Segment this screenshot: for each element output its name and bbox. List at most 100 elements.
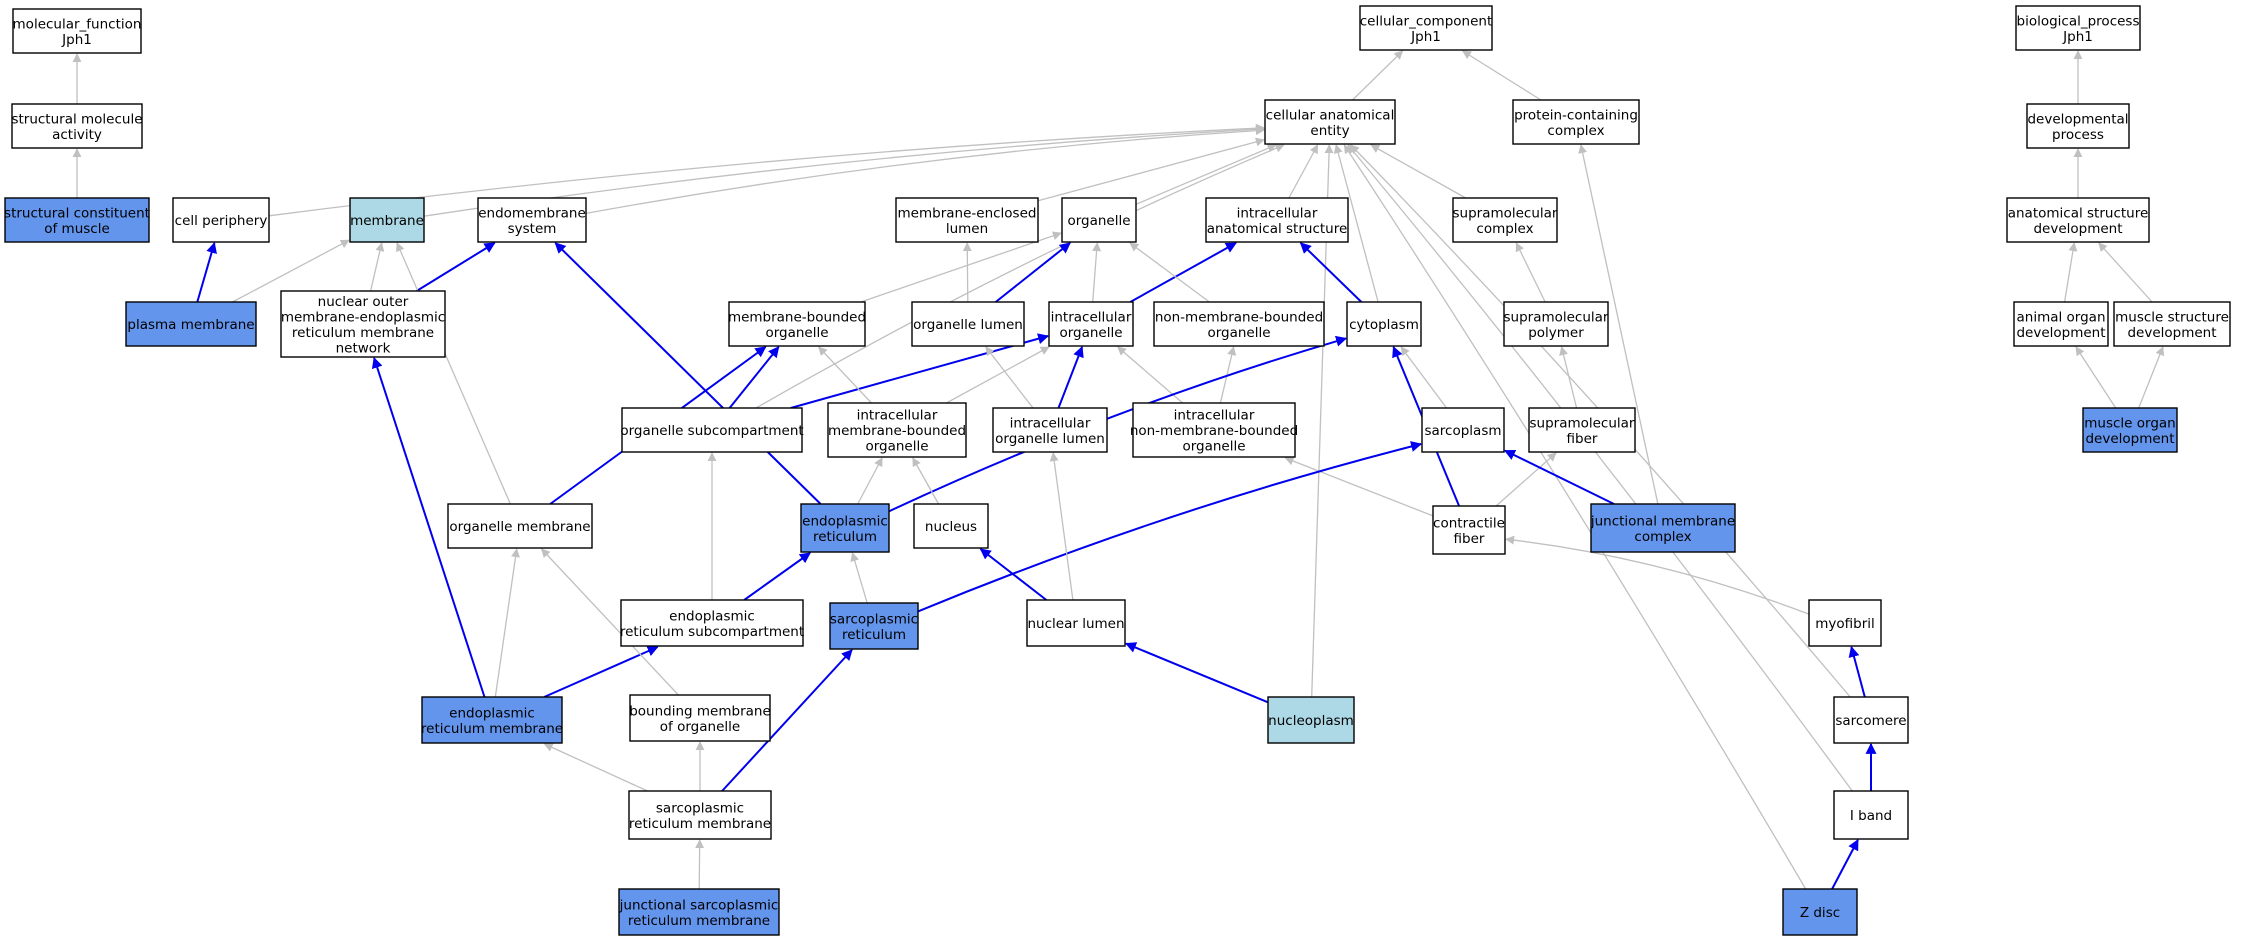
term-label-line: supramolecular — [1503, 309, 1608, 325]
term-node-om[interactable]: organelle membrane — [447, 503, 593, 549]
term-node-ib[interactable]: I band — [1833, 790, 1909, 840]
part-of-edge — [979, 548, 1048, 601]
term-box — [125, 301, 257, 347]
term-node-sarc[interactable]: sarcoplasm — [1421, 407, 1505, 453]
edge-ems-to-cae — [585, 126, 1265, 215]
is-a-edge — [1400, 346, 1448, 409]
edge-ol-to-mel — [962, 242, 972, 303]
term-node-cp[interactable]: cell periphery — [172, 197, 270, 243]
term-label-line: intracellular — [857, 408, 938, 424]
term-node-cyt[interactable]: cytoplasm — [1346, 301, 1422, 347]
edge-cyt-to-cae — [1333, 144, 1379, 303]
term-label-line: intracellular — [1051, 309, 1132, 325]
edge-ol-to-org — [995, 242, 1071, 303]
edge-aod-to-asd — [2063, 242, 2078, 303]
term-node-nl[interactable]: nuclear lumen — [1026, 599, 1126, 647]
is-a-edge — [1578, 144, 1659, 505]
term-label-line: sarcoplasmic — [656, 800, 744, 816]
edge-srm-to-sr — [721, 649, 853, 792]
term-node-nom[interactable]: nuclear outermembrane-endoplasmicreticul… — [280, 290, 446, 358]
term-node-ol[interactable]: organelle lumen — [911, 301, 1025, 347]
term-node-mem[interactable]: membrane — [349, 197, 425, 243]
part-of-edge — [1504, 449, 1615, 505]
is-a-edge — [2098, 242, 2153, 303]
part-of-edge — [1848, 645, 1866, 698]
term-label-line: process — [2052, 127, 2104, 143]
is-a-edge — [850, 552, 868, 604]
term-label-line: sarcoplasmic — [830, 611, 918, 627]
term-label-line: of organelle — [660, 719, 740, 735]
part-of-edge — [1124, 642, 1269, 704]
term-box — [1264, 99, 1396, 145]
term-label-line: protein-containing — [1514, 107, 1638, 123]
term-label-line: Jph1 — [2062, 29, 2093, 45]
is-a-edge — [494, 548, 520, 698]
term-label-line: intracellular — [1174, 408, 1255, 424]
term-node-org[interactable]: organelle — [1061, 197, 1137, 243]
term-label-line: cellular_component — [1360, 13, 1492, 29]
term-label-line: nucleus — [925, 519, 977, 535]
term-node-nuc[interactable]: nucleus — [913, 503, 989, 549]
edge-iol-to-ol — [985, 346, 1034, 409]
term-box — [620, 599, 804, 647]
term-node-pm[interactable]: plasma membrane — [125, 301, 257, 347]
term-node-zd[interactable]: Z disc — [1782, 888, 1858, 936]
is-a-edge — [946, 346, 1050, 404]
term-box — [1421, 407, 1505, 453]
edge-smp-to-smc — [1515, 242, 1546, 303]
term-node-osc[interactable]: organelle subcompartment — [620, 407, 804, 453]
part-of-edge — [743, 552, 811, 601]
edge-erm-to-ersc — [543, 645, 659, 698]
term-box — [1452, 197, 1558, 243]
term-label-line: fiber — [1567, 431, 1598, 447]
term-node-np[interactable]: nucleoplasm — [1267, 696, 1355, 744]
term-node-myo[interactable]: myofibril — [1808, 599, 1882, 647]
is-a-edge — [2138, 346, 2165, 409]
term-label-line: non-membrane-bounded — [1155, 309, 1323, 325]
edge-cae-to-cc — [1352, 50, 1404, 101]
term-node-inmbo[interactable]: intracellularnon-membrane-boundedorganel… — [1130, 402, 1298, 458]
edge-pm-to-cp — [196, 241, 217, 303]
term-label-line: reticulum membrane — [629, 816, 771, 832]
term-label-line: myofibril — [1815, 616, 1875, 632]
term-box — [1782, 888, 1858, 936]
term-label-line: sarcoplasm — [1424, 423, 1501, 439]
term-label-line: supramolecular — [1452, 205, 1557, 221]
term-node-sarco[interactable]: sarcomere — [1833, 696, 1909, 744]
term-label-line: membrane-bounded — [828, 423, 966, 439]
is-a-edge — [1333, 144, 1379, 303]
part-of-edge — [416, 242, 496, 292]
